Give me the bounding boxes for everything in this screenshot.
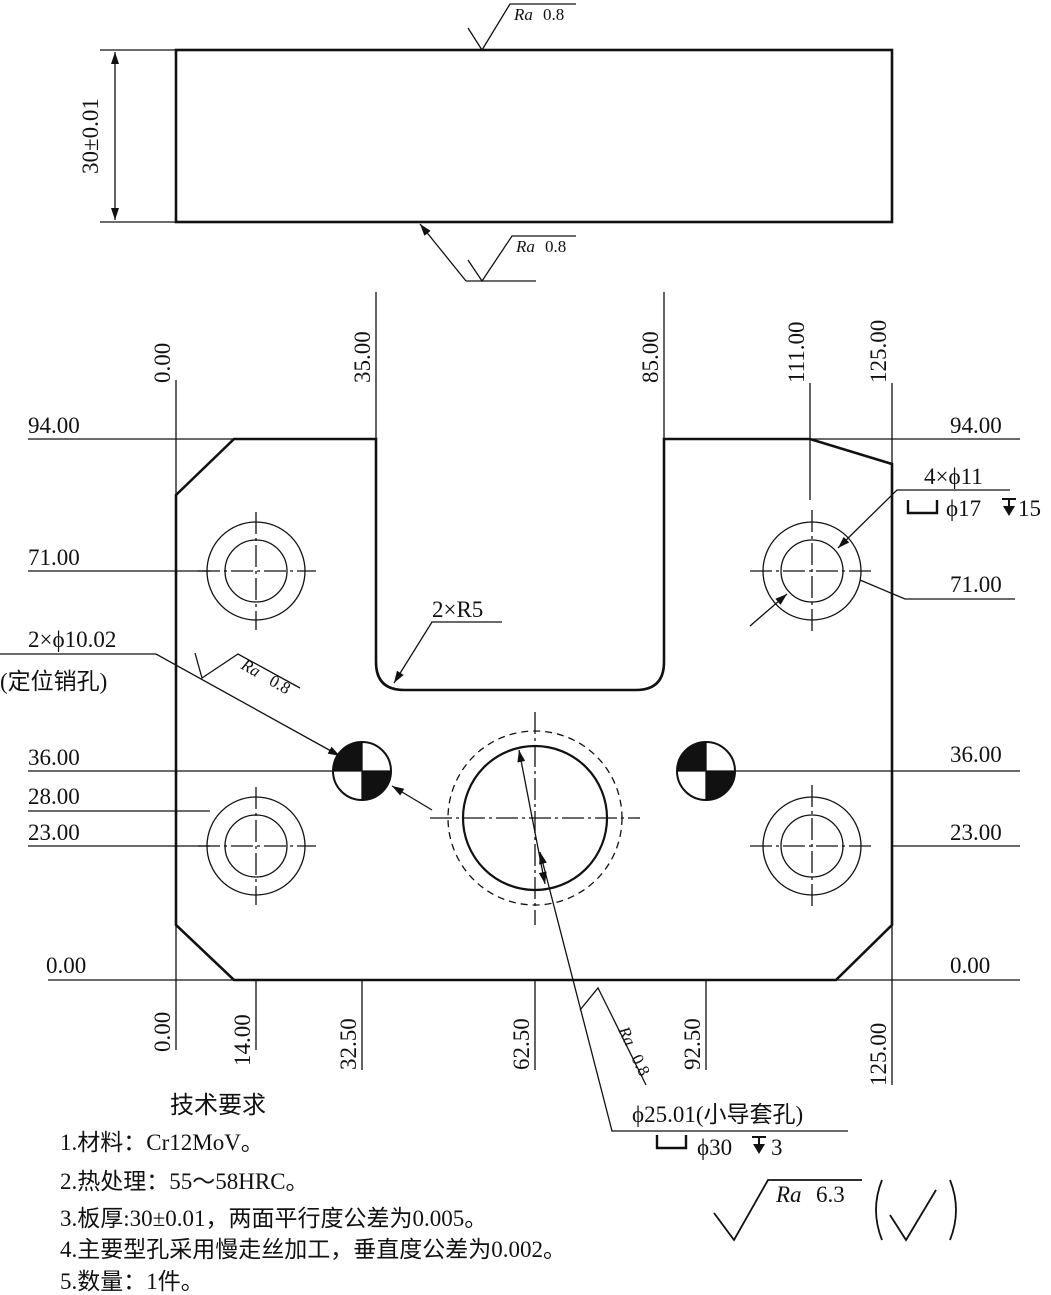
tech-item-4: 4.主要型孔采用慢走丝加工，垂直度公差为0.002。 <box>60 1237 566 1262</box>
x-dim-bottom-5: 125.00 <box>866 1023 891 1086</box>
svg-text:6.3: 6.3 <box>816 1182 845 1207</box>
y-dim-left-2: 36.00 <box>28 745 80 770</box>
tech-item-3: 3.板厚:30±0.01，两面平行度公差为0.005。 <box>60 1206 487 1231</box>
check-roughness-icon <box>889 1189 937 1242</box>
screw-hole-bottom-left <box>198 787 316 905</box>
x-dim-bottom-3: 62.50 <box>509 1018 534 1070</box>
y-dim-left-3: 28.00 <box>28 784 80 809</box>
screw-hole-top-right <box>750 510 874 632</box>
tech-item-5: 5.数量：1件。 <box>60 1269 204 1294</box>
x-dim-top-1: 35.00 <box>350 331 375 383</box>
y-dim-right-4: 0.00 <box>950 953 990 978</box>
x-dim-bottom-0: 0.00 <box>150 1012 175 1052</box>
thickness-dimension: 30±0.01 <box>78 98 103 174</box>
tech-item-1: 1.材料：Cr12MoV。 <box>60 1130 264 1155</box>
screw-hole-bottom-right <box>750 785 874 907</box>
plan-view: 2×R5 2×ϕ10.02 (定位销孔) Ra 0.8 4×ϕ11 ϕ17 <box>0 292 1041 1160</box>
general-roughness-symbol: Ra 6.3 <box>713 1179 957 1242</box>
x-dim-bottom-4: 92.50 <box>680 1018 705 1070</box>
screw-hole-top-left <box>198 512 316 630</box>
plate-outline <box>174 437 894 982</box>
x-dim-top-4: 125.00 <box>866 320 891 383</box>
paren-left-icon <box>875 1179 883 1241</box>
counterbore-icon <box>655 1135 688 1150</box>
pin-hole-left <box>332 741 392 801</box>
svg-text:15: 15 <box>1018 496 1041 521</box>
guide-hole-callout: ϕ25.01(小导套孔) ϕ30 3 Ra 0.8 <box>539 851 848 1160</box>
tech-item-2: 2.热处理：55～58HRC。 <box>60 1169 309 1194</box>
side-view: 30±0.01 Ra 0.8 Ra 0.8 <box>78 3 894 283</box>
y-dim-left-1: 71.00 <box>28 545 80 570</box>
paren-right-icon <box>949 1179 957 1241</box>
y-dim-right-1: 71.00 <box>950 572 1002 597</box>
guide-roughness-symbol: Ra 0.8 <box>579 986 654 1086</box>
pin-hole-right <box>676 741 736 801</box>
x-dim-bottom-1: 14.00 <box>230 1014 255 1066</box>
pin-roughness-symbol: Ra 0.8 <box>194 652 301 698</box>
svg-text:0.8: 0.8 <box>545 237 566 256</box>
x-dim-bottom-2: 32.50 <box>336 1018 361 1070</box>
screw-hole-callout: 4×ϕ11 ϕ17 15 <box>749 464 1041 627</box>
tech-requirements: 技术要求 1.材料：Cr12MoV。 2.热处理：55～58HRC。 3.板厚:… <box>60 1092 566 1294</box>
bottom-roughness-symbol: Ra 0.8 <box>419 223 576 283</box>
x-dim-top-3: 111.00 <box>784 321 809 383</box>
svg-text:2×ϕ10.02: 2×ϕ10.02 <box>28 627 116 652</box>
svg-text:Ra: Ra <box>775 1182 802 1207</box>
y-dim-left-4: 23.00 <box>28 820 80 845</box>
svg-text:2×R5: 2×R5 <box>432 597 483 622</box>
y-dim-right-0: 94.00 <box>950 413 1002 438</box>
svg-text:(定位销孔): (定位销孔) <box>0 669 107 694</box>
svg-text:Ra: Ra <box>513 5 533 24</box>
pin-hole-callout: 2×ϕ10.02 (定位销孔) Ra 0.8 <box>0 627 433 811</box>
y-dim-left-5: 0.00 <box>46 953 86 978</box>
svg-text:ϕ25.01(小导套孔): ϕ25.01(小导套孔) <box>632 1102 803 1127</box>
svg-text:ϕ17: ϕ17 <box>946 496 981 521</box>
svg-text:0.8: 0.8 <box>266 671 294 698</box>
y-dim-right-3: 23.00 <box>950 820 1002 845</box>
x-dim-top-2: 85.00 <box>638 331 663 383</box>
svg-text:3: 3 <box>771 1135 783 1160</box>
counterbore-icon <box>906 500 939 515</box>
side-view-outline <box>174 48 894 224</box>
depth-icon <box>752 1136 766 1154</box>
svg-text:Ra: Ra <box>237 655 264 681</box>
y-dim-left-0: 94.00 <box>28 413 80 438</box>
x-dim-top-0: 0.00 <box>150 343 175 383</box>
top-roughness-symbol: Ra 0.8 <box>467 3 576 52</box>
svg-text:4×ϕ11: 4×ϕ11 <box>924 464 983 489</box>
svg-text:Ra: Ra <box>515 237 535 256</box>
slot-radius-callout: 2×R5 <box>393 597 502 684</box>
svg-text:0.8: 0.8 <box>543 5 564 24</box>
y-dim-right-2: 36.00 <box>950 742 1002 767</box>
guide-bush-hole <box>430 712 640 925</box>
tech-requirements-title: 技术要求 <box>170 1092 266 1119</box>
depth-icon <box>1002 498 1016 516</box>
svg-text:ϕ30: ϕ30 <box>697 1135 732 1160</box>
